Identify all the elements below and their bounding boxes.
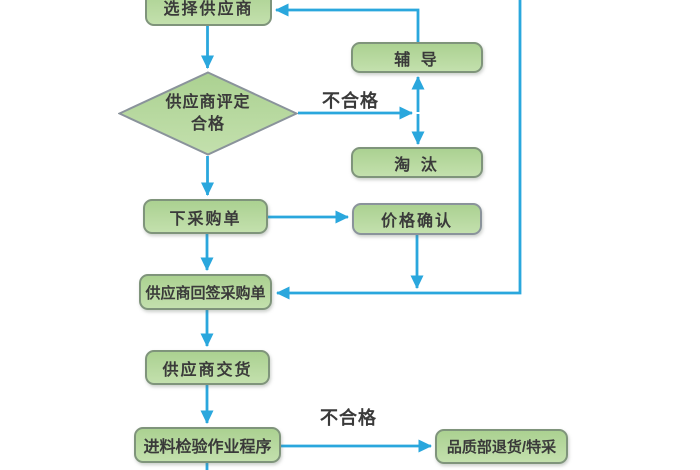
label-unqualified-top: 不合格 xyxy=(322,91,379,111)
node-select-supplier: 选择供应商 xyxy=(145,0,272,26)
connector-right-feedback-to-countersign xyxy=(276,0,522,300)
node-place-purchase-order: 下采购单 xyxy=(143,199,268,234)
label-unqualified-bottom: 不合格 xyxy=(320,408,377,428)
diamond-shape xyxy=(118,71,298,156)
node-supplier-evaluation-decision: 供应商评定 合格 xyxy=(118,71,298,156)
diamond-label-line2: 合格 xyxy=(190,115,225,133)
node-incoming-inspection-procedure: 进料检验作业程序 xyxy=(134,427,281,463)
node-coaching: 辅 导 xyxy=(351,42,483,73)
node-quality-dept-return-special-acceptance: 品质部退货/特采 xyxy=(435,429,568,464)
connector-coaching-to-select-supplier xyxy=(275,3,420,42)
node-eliminate: 淘 汰 xyxy=(351,147,483,178)
node-price-confirmation: 价格确认 xyxy=(352,203,482,235)
diamond-label-line1: 供应商评定 xyxy=(165,93,251,111)
diamond-label: 供应商评定 合格 xyxy=(118,71,298,156)
node-supplier-countersign-po: 供应商回签采购单 xyxy=(139,274,272,310)
node-supplier-delivery: 供应商交货 xyxy=(145,350,270,385)
